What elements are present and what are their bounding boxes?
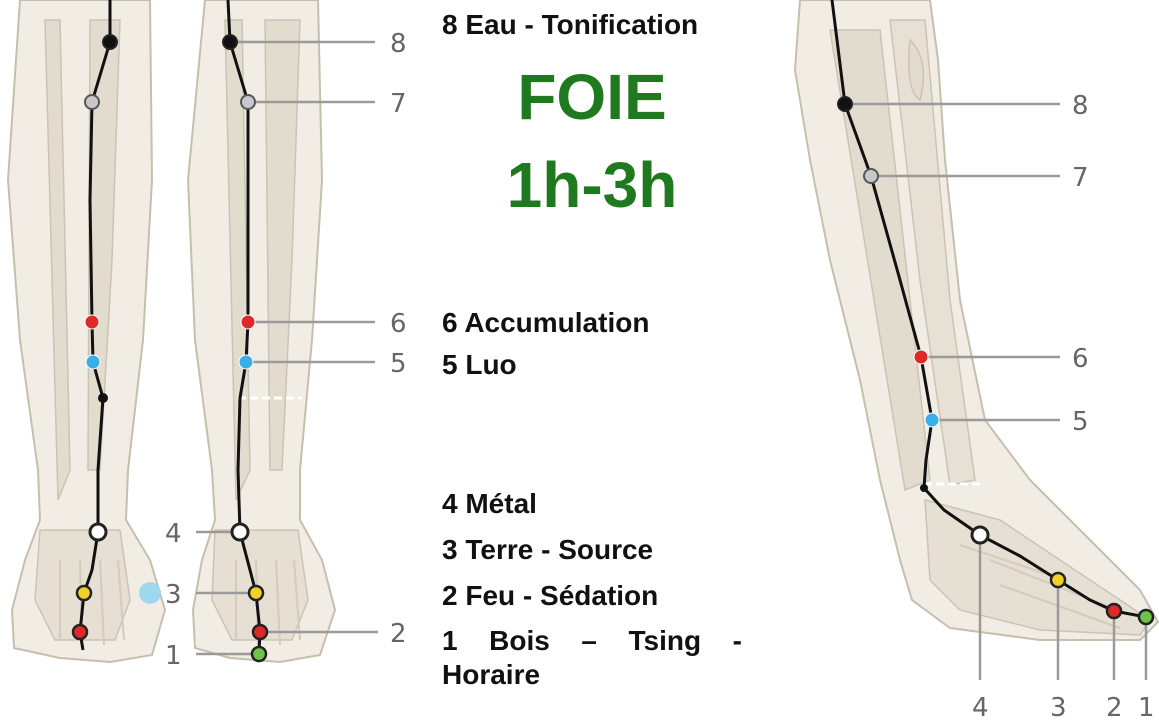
- legend-item-2: 2 Feu - Sédation: [442, 579, 658, 613]
- point-6-front-right: [241, 315, 255, 329]
- front-label-6: 6: [390, 309, 407, 339]
- point-5-front-right: [239, 355, 253, 369]
- side-leg: [795, 0, 1158, 640]
- legend-item-4: 4 Métal: [442, 487, 537, 521]
- point-small-side: [920, 484, 928, 492]
- point-3-side: [1051, 573, 1065, 587]
- point-8-side: [838, 97, 852, 111]
- side-label-4: 4: [972, 693, 989, 723]
- front-label-8: 8: [390, 29, 407, 59]
- side-label-6: 6: [1072, 344, 1089, 374]
- side-label-3: 3: [1050, 693, 1067, 723]
- hours-title: 1h-3h: [442, 150, 742, 220]
- front-label-5: 5: [390, 349, 407, 379]
- point-6-side: [914, 350, 928, 364]
- point-6-front-left: [85, 315, 99, 329]
- point-small-front-left: [98, 393, 108, 403]
- extra-marker: [139, 582, 161, 604]
- legend-item-1: 1 Bois – Tsing - Horaire: [442, 624, 742, 692]
- side-label-8: 8: [1072, 91, 1089, 121]
- point-5-side: [925, 413, 939, 427]
- point-1-side: [1139, 610, 1153, 624]
- front-leg-right: [188, 0, 335, 662]
- legend-item-8: 8 Eau - Tonification: [442, 8, 698, 42]
- legend-item-6: 6 Accumulation: [442, 306, 649, 340]
- legend-item-3: 3 Terre - Source: [442, 533, 653, 567]
- point-4-front-right: [232, 524, 248, 540]
- point-7-front-left: [85, 95, 99, 109]
- point-4-front-left: [90, 524, 106, 540]
- side-label-2: 2: [1106, 693, 1123, 723]
- front-label-2: 2: [390, 619, 407, 649]
- side-label-7: 7: [1072, 163, 1089, 193]
- front-label-1: 1: [165, 641, 182, 671]
- front-label-3: 3: [165, 580, 182, 610]
- organ-title: FOIE: [442, 62, 742, 132]
- front-label-7: 7: [390, 89, 407, 119]
- front-label-4: 4: [165, 519, 182, 549]
- point-7-side: [864, 169, 878, 183]
- point-2-side: [1107, 604, 1121, 618]
- side-label-1: 1: [1138, 693, 1155, 723]
- point-2-front-left: [73, 625, 87, 639]
- point-4-side: [972, 527, 988, 543]
- side-label-5: 5: [1072, 407, 1089, 437]
- point-7-front-right: [241, 95, 255, 109]
- point-1-front-right: [252, 647, 266, 661]
- point-2-front-right: [253, 625, 267, 639]
- point-8-front-left: [103, 35, 117, 49]
- point-5-front-left: [86, 355, 100, 369]
- point-3-front-left: [77, 586, 91, 600]
- point-8-front-right: [223, 35, 237, 49]
- legend-item-5: 5 Luo: [442, 348, 517, 382]
- point-3-front-right: [249, 586, 263, 600]
